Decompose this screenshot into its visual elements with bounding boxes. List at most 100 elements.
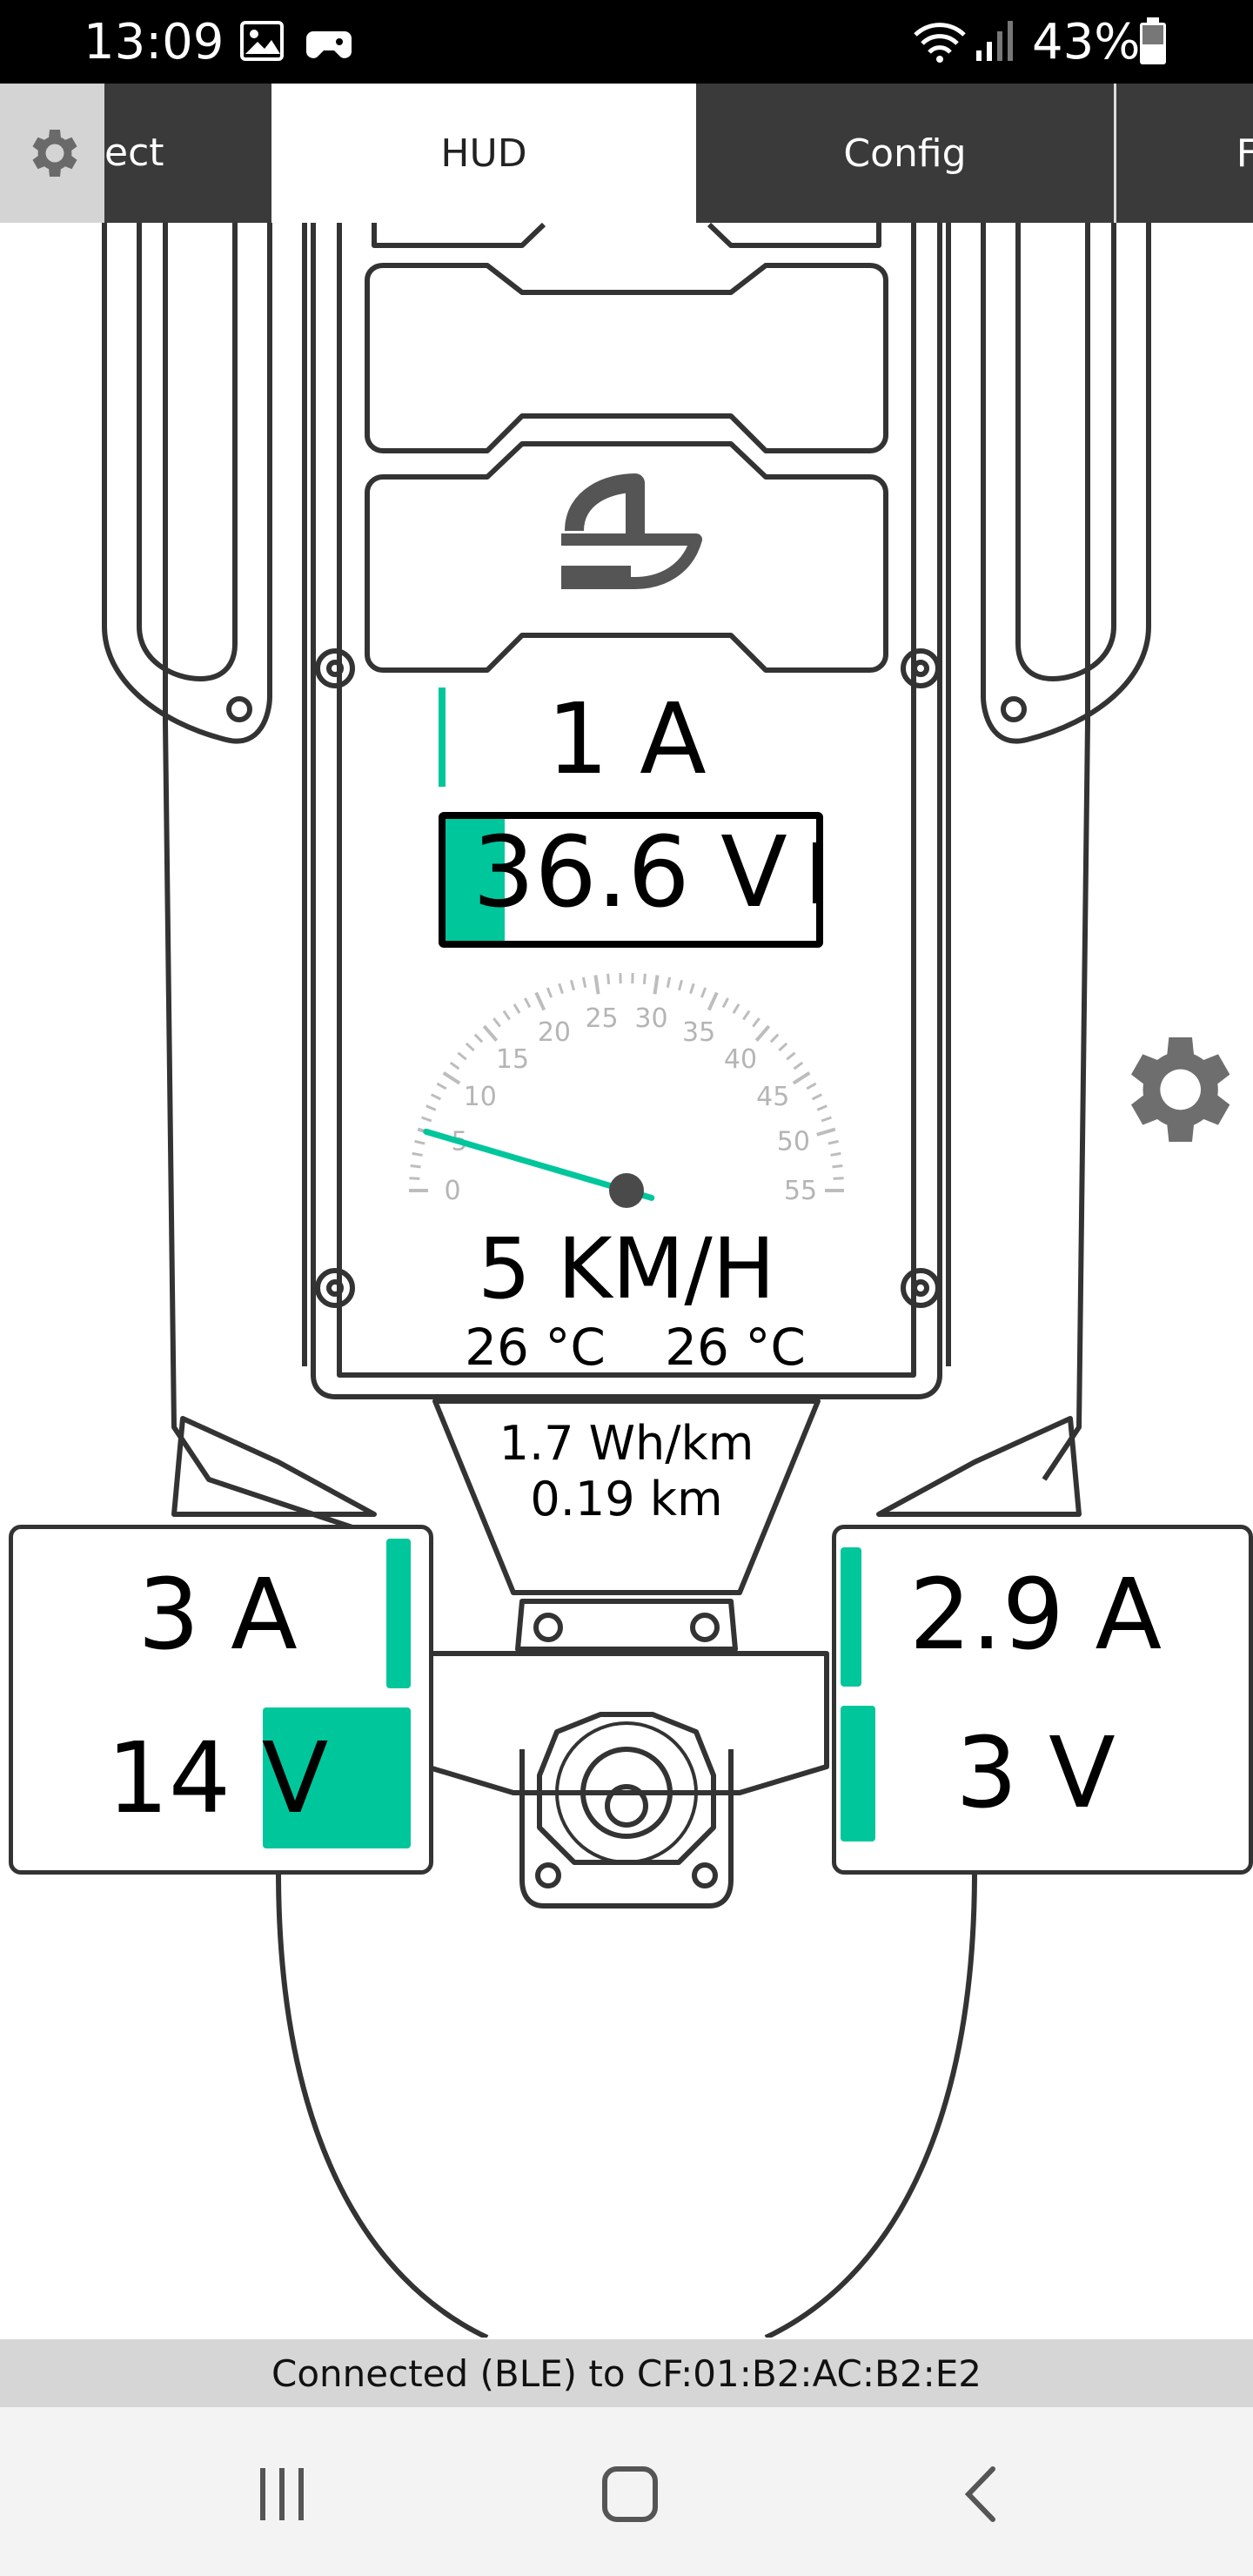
gauge-minor-tick xyxy=(513,1003,521,1014)
right-motor-current: 2.9 A xyxy=(908,1559,1163,1672)
recent-apps-icon xyxy=(260,2468,304,2520)
distance: 0.19 km xyxy=(530,1472,723,1526)
gauge-minor-tick xyxy=(721,997,729,1009)
speedometer: 0510152025303540455055 xyxy=(409,973,844,1208)
board-diagram xyxy=(102,223,1151,2338)
right-voltage-bar xyxy=(841,1706,875,1841)
game-icon xyxy=(306,31,352,58)
recent-apps-button[interactable] xyxy=(230,2442,334,2546)
left-voltage-bar xyxy=(263,1707,411,1848)
temp-right: 26 °C xyxy=(665,1318,806,1377)
gauge-minor-tick xyxy=(606,973,611,985)
gauge-minor-tick xyxy=(732,1003,740,1014)
gauge-minor-tick xyxy=(558,983,564,995)
tab-divider xyxy=(1114,84,1116,223)
gauge-major-tick xyxy=(653,975,660,995)
gauge-major-tick xyxy=(792,1071,811,1085)
tab-config[interactable]: Config xyxy=(696,84,1114,223)
navigation-bar xyxy=(0,2407,1253,2576)
gauge-minor-tick xyxy=(700,987,707,998)
battery-gauge xyxy=(439,812,823,948)
gauge-minor-tick xyxy=(816,1104,828,1111)
right-motor-voltage: 3 V xyxy=(955,1717,1116,1830)
gauge-minor-tick xyxy=(666,976,672,989)
tab-f[interactable]: F xyxy=(1116,84,1253,223)
gauge-minor-tick xyxy=(524,997,532,1009)
gauge-minor-tick xyxy=(502,1010,511,1021)
status-bar: 13:09 43% xyxy=(0,0,1253,84)
tab-hud[interactable]: HUD xyxy=(271,84,696,223)
gauge-tick-label: 0 xyxy=(444,1176,460,1206)
battery-icon xyxy=(1140,17,1166,64)
menu-settings-button[interactable] xyxy=(0,84,104,223)
gauge-minor-tick xyxy=(811,1093,823,1101)
gauge-minor-tick xyxy=(465,1042,475,1052)
left-motor-current: 3 A xyxy=(137,1559,298,1672)
main-voltage: 36.6 V xyxy=(472,816,787,929)
gauge-tick-label: 40 xyxy=(724,1044,757,1075)
main-current-bar xyxy=(439,688,446,787)
tab-bar: ect HUD Config F xyxy=(0,84,1253,223)
tab-config-label: Config xyxy=(843,131,967,176)
clock: 13:09 xyxy=(84,14,224,70)
gauge-minor-tick xyxy=(828,1139,839,1145)
gauge-minor-tick xyxy=(473,1033,484,1043)
gauge-minor-tick xyxy=(830,1151,841,1157)
gauge-minor-tick xyxy=(689,983,695,995)
wifi-icon xyxy=(914,23,966,63)
gallery-icon xyxy=(240,21,284,61)
gauge-minor-tick xyxy=(769,1033,780,1043)
tab-hud-label: HUD xyxy=(440,131,527,176)
left-motor-voltage: 14 V xyxy=(106,1722,329,1835)
gauge-minor-tick xyxy=(642,973,647,985)
tab-connect[interactable]: ect xyxy=(104,131,164,175)
gauge-major-tick xyxy=(707,991,719,1011)
gauge-major-tick xyxy=(754,1024,771,1042)
main-current: 1 A xyxy=(546,683,707,796)
gauge-minor-tick xyxy=(414,1139,425,1145)
gauge-minor-tick xyxy=(412,1151,423,1157)
gauge-tick-label: 35 xyxy=(682,1017,715,1048)
gauge-major-tick xyxy=(593,975,600,995)
battery-fill xyxy=(446,819,505,941)
gauge-minor-tick xyxy=(436,1082,447,1090)
gauge-minor-tick xyxy=(430,1093,442,1101)
right-current-bar xyxy=(841,1547,861,1687)
gauge-minor-tick xyxy=(778,1042,788,1052)
gauge-minor-tick xyxy=(410,1164,421,1169)
gauge-minor-tick xyxy=(786,1051,796,1061)
gauge-minor-tick xyxy=(752,1017,761,1028)
gauge-major-tick xyxy=(442,1071,461,1085)
gauge-tick-label: 45 xyxy=(756,1082,789,1112)
battery-percent: 43% xyxy=(1032,14,1141,70)
right-motor-panel xyxy=(832,1525,1253,1875)
gauge-major-tick xyxy=(482,1024,499,1042)
gear-icon xyxy=(1131,1037,1230,1142)
gauge-minor-tick xyxy=(833,1177,844,1180)
gauge-tick-label: 55 xyxy=(784,1176,817,1206)
gauge-minor-tick xyxy=(421,1116,432,1123)
home-button[interactable] xyxy=(578,2442,682,2546)
battery-terminal xyxy=(813,842,823,903)
gauge-minor-tick xyxy=(569,979,575,991)
home-icon xyxy=(602,2466,658,2522)
connection-text: Connected (BLE) to CF:01:B2:AC:B2:E2 xyxy=(271,2351,982,2395)
gauge-tick-label: 30 xyxy=(634,1003,667,1034)
gauge-minor-tick xyxy=(546,987,553,998)
gauge-minor-tick xyxy=(793,1061,804,1070)
temp-left: 26 °C xyxy=(465,1318,606,1377)
gear-icon xyxy=(32,130,77,177)
gauge-minor-tick xyxy=(742,1010,751,1021)
tab-f-label: F xyxy=(1236,131,1253,176)
gauge-minor-tick xyxy=(409,1177,420,1180)
connection-status: Connected (BLE) to CF:01:B2:AC:B2:E2 xyxy=(0,2339,1253,2407)
gauge-minor-tick xyxy=(821,1116,832,1123)
floating-settings-button[interactable] xyxy=(1105,1020,1244,1159)
gauge-hub xyxy=(609,1173,644,1208)
left-motor-panel xyxy=(9,1525,433,1875)
back-button[interactable] xyxy=(929,2442,1034,2546)
gauge-minor-tick xyxy=(425,1104,437,1111)
gauge-major-tick xyxy=(816,1127,836,1137)
gauge-tick-label: 15 xyxy=(496,1044,529,1075)
gauge-minor-tick xyxy=(832,1164,843,1169)
